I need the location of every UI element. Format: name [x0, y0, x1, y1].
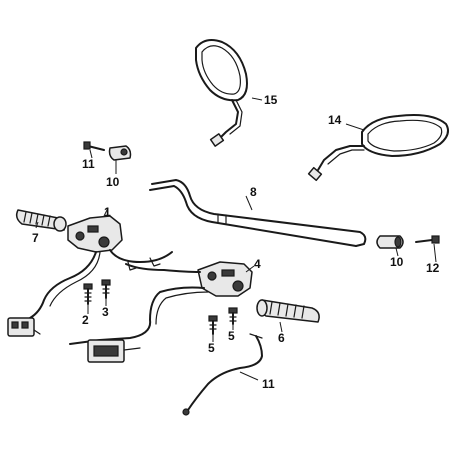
callout-2: 2 — [82, 313, 89, 327]
bar-end-left[interactable] — [108, 145, 132, 161]
left-grip[interactable] — [15, 209, 67, 232]
callout-5b: 5 — [228, 329, 235, 343]
bar-end-right[interactable] — [376, 235, 404, 249]
callout-1: 1 — [104, 205, 111, 219]
callout-8: 8 — [250, 185, 257, 199]
callout-11b: 12 — [426, 261, 440, 275]
leader-lines — [35, 97, 437, 381]
screw-3[interactable] — [101, 279, 111, 299]
callout-5a: 5 — [208, 341, 215, 355]
callout-10b: 10 — [390, 255, 404, 269]
right-grip[interactable] — [256, 299, 320, 323]
right-mirror[interactable] — [307, 114, 449, 182]
screw-5a[interactable] — [208, 315, 218, 335]
center-connector — [87, 339, 141, 363]
bar-end-bolt-right[interactable] — [415, 235, 440, 244]
callout-12: 11 — [262, 377, 275, 391]
callout-15: 15 — [264, 93, 278, 107]
callout-4: 4 — [254, 257, 261, 271]
callout-10a: 10 — [106, 175, 120, 189]
callout-14: 14 — [328, 113, 342, 127]
right-switch-housing[interactable] — [197, 261, 253, 297]
handlebar[interactable] — [149, 179, 367, 247]
callout-6: 7 — [32, 231, 39, 245]
callout-7: 6 — [278, 331, 285, 345]
screw-5b[interactable] — [228, 307, 238, 325]
callout-11a: 11 — [82, 157, 95, 171]
callouts: 15 14 8 1 7 4 2 3 5 5 6 11 10 11 10 12 — [32, 93, 440, 391]
left-switch-housing[interactable] — [67, 215, 123, 253]
left-mirror[interactable] — [195, 39, 248, 147]
callout-3: 3 — [102, 305, 109, 319]
wiring-harness — [29, 249, 209, 345]
screw-2[interactable] — [83, 283, 93, 305]
left-connector — [7, 317, 41, 337]
bar-end-bolt-left[interactable] — [83, 141, 105, 151]
throttle-cable[interactable] — [182, 333, 263, 416]
